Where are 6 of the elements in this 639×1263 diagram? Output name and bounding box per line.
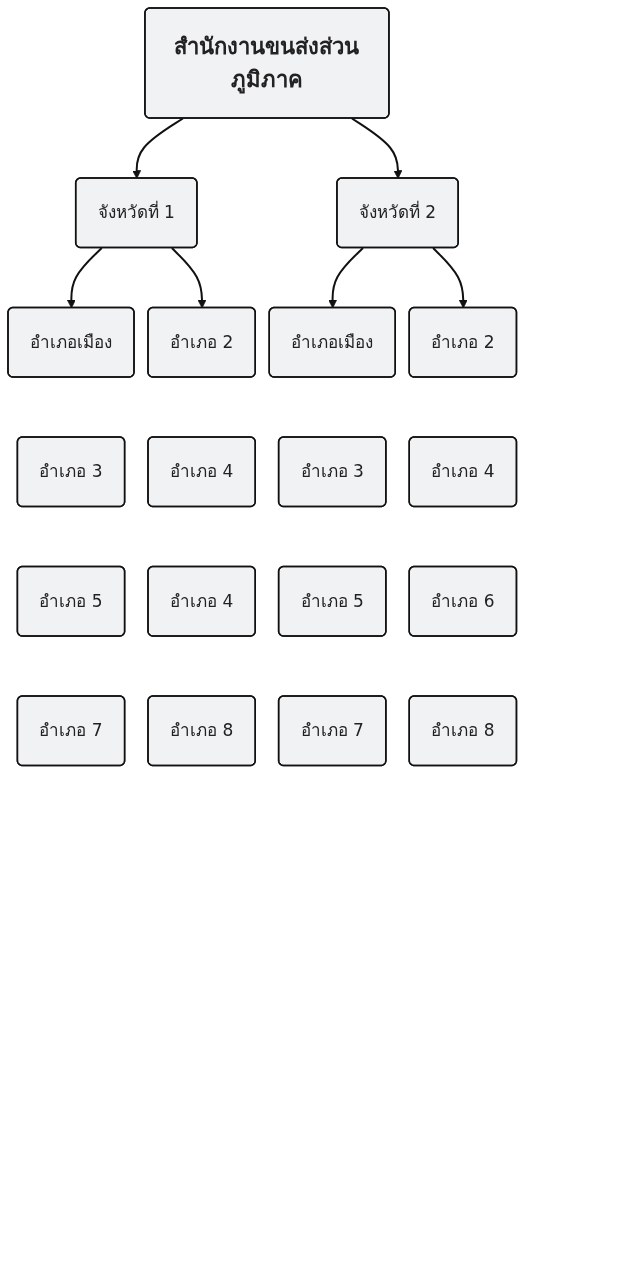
arrow (350, 117, 403, 179)
arrow (132, 117, 184, 179)
arrow (432, 247, 468, 309)
arrow (66, 247, 103, 309)
arrow (328, 247, 364, 309)
arrow (170, 247, 207, 309)
